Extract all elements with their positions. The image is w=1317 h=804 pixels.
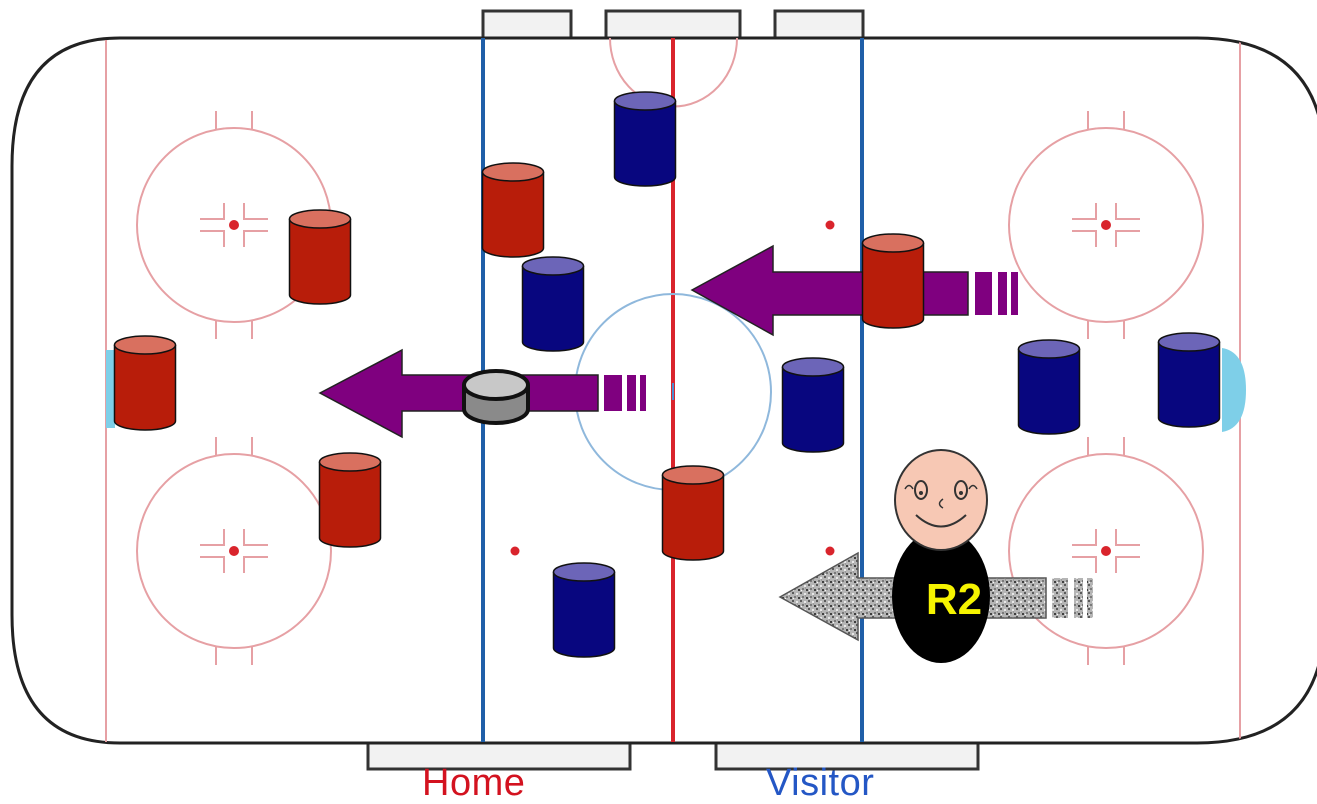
referee-body [892, 529, 990, 663]
red-cylinder-icon [661, 465, 725, 561]
neutral-dot [510, 546, 520, 556]
zone-faceoff-circles [136, 111, 1204, 665]
blue-cylinder-icon [1157, 332, 1221, 428]
faceoff-circle [1008, 437, 1204, 665]
red-cylinder-icon [861, 233, 925, 329]
neutral-dot [825, 220, 835, 230]
visitor-bench-label: Visitor [766, 762, 875, 804]
referee-figure-icon [892, 449, 990, 663]
red-cylinder-icon [481, 162, 545, 258]
blue-cylinder-icon [781, 357, 845, 453]
movement-arrow-icon [318, 348, 646, 439]
bottom-benches [366, 742, 980, 771]
blue-cylinder-icon [552, 562, 616, 658]
red-cylinder-icon [288, 209, 352, 305]
top-benches [481, 9, 865, 38]
blue-cylinder-icon [521, 256, 585, 352]
players [113, 91, 1221, 658]
home-bench-label: Home [422, 762, 526, 804]
blue-cylinder-icon [1017, 339, 1081, 435]
right-goal-crease [1222, 348, 1246, 432]
faceoff-circle [136, 111, 332, 339]
faceoff-circle [136, 437, 332, 665]
blue-cylinder-icon [613, 91, 677, 187]
neutral-dot [825, 546, 835, 556]
left-goal-crease [106, 350, 115, 428]
referee-tag: R2 [925, 575, 983, 624]
faceoff-circle [1008, 111, 1204, 339]
red-cylinder-icon [113, 335, 177, 431]
red-cylinder-icon [318, 452, 382, 548]
puck-icon [462, 369, 530, 425]
